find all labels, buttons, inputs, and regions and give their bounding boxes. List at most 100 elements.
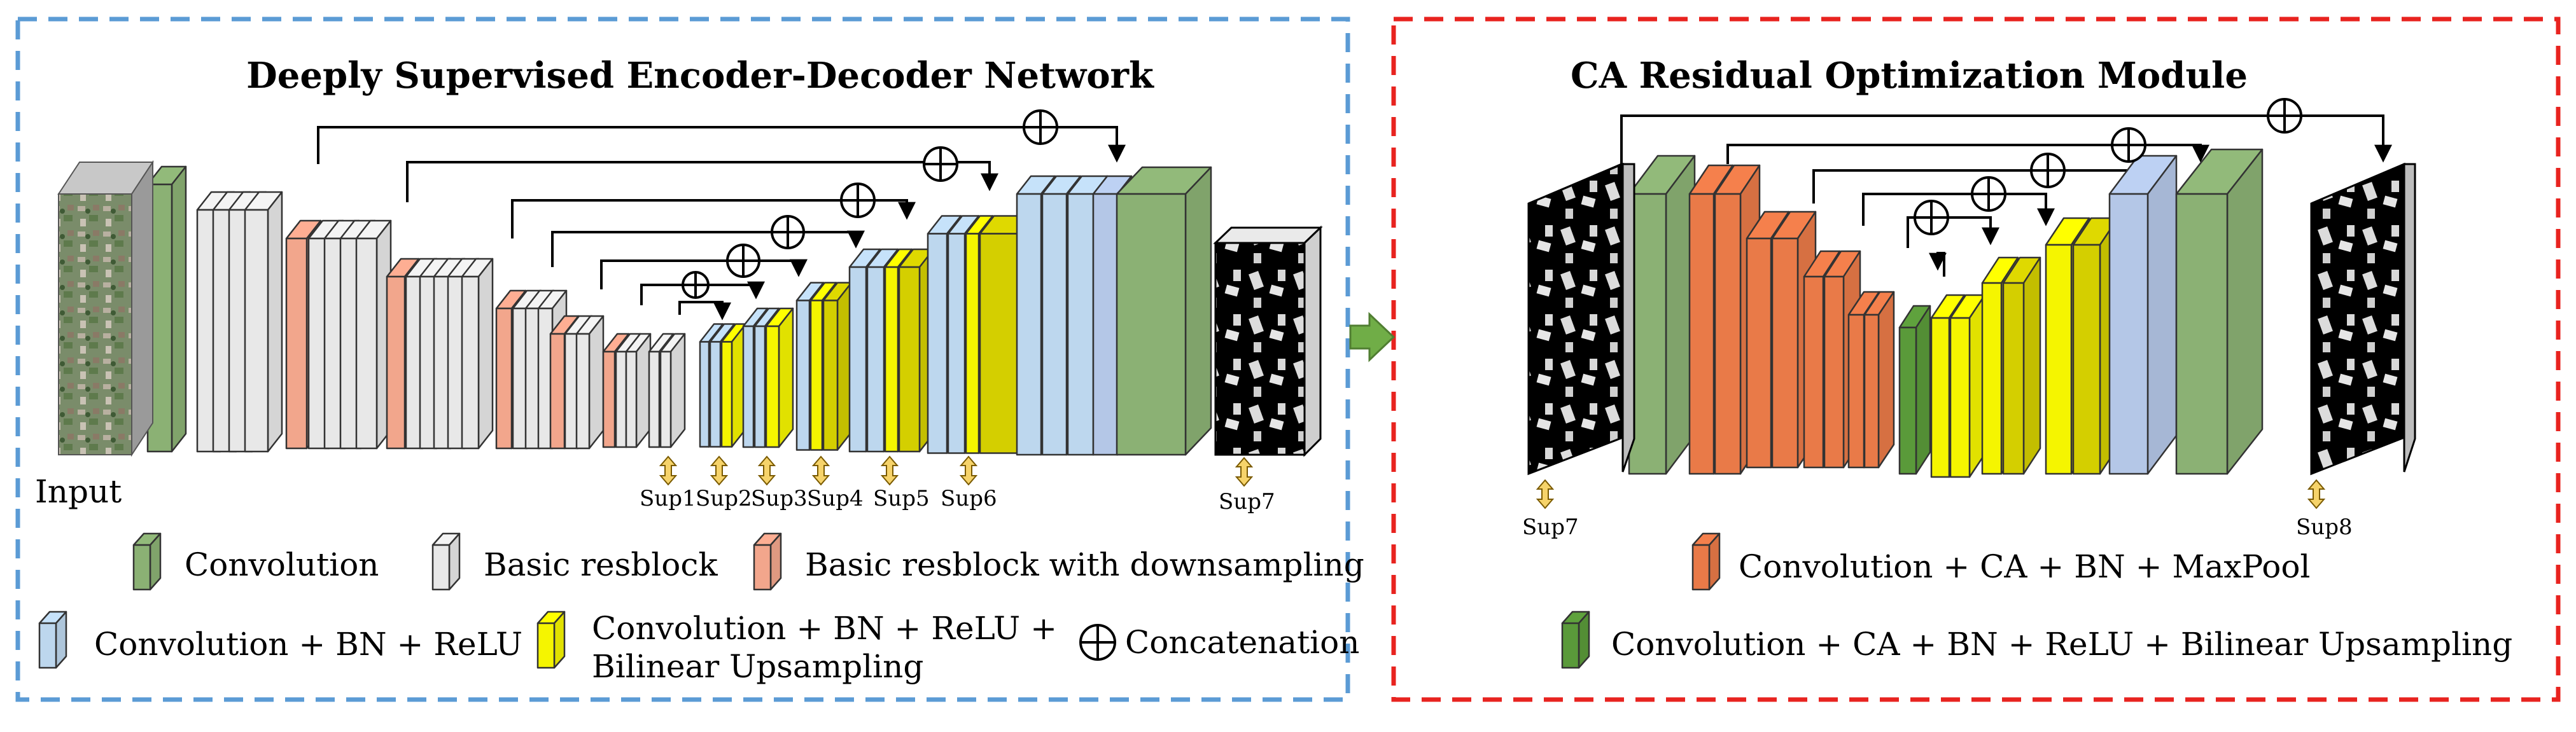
legend-resblock-down-icon bbox=[753, 532, 782, 591]
layer-front-face bbox=[461, 275, 480, 450]
layer-front-face bbox=[495, 307, 513, 450]
layer-side-face bbox=[171, 165, 187, 453]
layer-front-face bbox=[1561, 622, 1580, 669]
layer-front-face bbox=[1847, 314, 1865, 469]
layer-front-face bbox=[927, 233, 948, 454]
layer-front-face bbox=[765, 325, 780, 448]
rom-decoder-2b bbox=[2002, 256, 2041, 475]
layer-front-face bbox=[524, 307, 541, 450]
layer-front-face bbox=[1981, 282, 2003, 475]
legend-basic-resblock-label: Basic resblock bbox=[484, 546, 718, 583]
layer-side-face bbox=[477, 258, 494, 450]
rom-conv-out bbox=[2108, 155, 2178, 475]
sup1-label: Sup1 bbox=[640, 486, 696, 511]
skip-line bbox=[600, 259, 808, 289]
resblock-stage5 bbox=[575, 315, 605, 450]
skip-line bbox=[1929, 252, 1947, 277]
layer-front-face bbox=[2002, 282, 2025, 475]
supervision-arrow-icon bbox=[710, 455, 729, 486]
legend-concat-icon bbox=[1079, 624, 1116, 661]
skip-line bbox=[551, 230, 865, 267]
layer-front-face bbox=[1863, 314, 1880, 469]
left-legend: Convolution Basic resblock Basic resbloc… bbox=[38, 532, 1721, 685]
right-panel-title: CA Residual Optimization Module bbox=[1571, 55, 2248, 97]
legend-conv-ca-up-label: Convolution + CA + BN + ReLU + Bilinear … bbox=[1611, 626, 2512, 663]
layer-front-face bbox=[536, 622, 556, 669]
layer-front-face bbox=[132, 544, 151, 591]
legend-basic-resblock-icon bbox=[431, 532, 461, 591]
concat-icon bbox=[1971, 176, 2006, 212]
layer-front-face bbox=[1116, 193, 1187, 456]
layer-front-face bbox=[753, 544, 772, 591]
layer-front-face bbox=[659, 350, 672, 448]
output-mask-right bbox=[2310, 162, 2416, 476]
concat-icon bbox=[771, 215, 805, 249]
concat-icon bbox=[1914, 200, 1949, 235]
sup4-label: Sup4 bbox=[807, 486, 864, 511]
concat-icon bbox=[840, 183, 876, 218]
decoder-up-3b bbox=[822, 282, 853, 451]
layer-side-face bbox=[635, 333, 652, 448]
layer-front-face bbox=[1691, 544, 1711, 591]
left-skip-connections bbox=[317, 126, 1126, 321]
left-panel-border bbox=[15, 17, 1350, 702]
layer-front-face bbox=[625, 350, 638, 448]
legend-conv-up-label-2: Bilinear Upsampling bbox=[592, 648, 923, 685]
sup3-label: Sup3 bbox=[751, 486, 808, 511]
resblock-stage3 bbox=[461, 258, 494, 450]
layer-front-face bbox=[809, 300, 823, 451]
resblock-stage1 bbox=[244, 191, 283, 453]
layer-front-face bbox=[720, 341, 733, 448]
legend-conv-bn-relu-label: Convolution + BN + ReLU bbox=[94, 626, 522, 663]
layer-side-face bbox=[2146, 155, 2178, 475]
rom-decoder-1 bbox=[1949, 294, 1986, 478]
layer-front-face bbox=[2175, 193, 2229, 475]
skip-line bbox=[317, 126, 1126, 164]
legend-conv-up-label-1: Convolution + BN + ReLU + bbox=[592, 610, 1057, 647]
layer-front-face bbox=[795, 300, 811, 451]
layer-front-face bbox=[549, 333, 566, 450]
layer-front-face bbox=[244, 209, 269, 453]
sup2-label: Sup2 bbox=[696, 486, 752, 511]
concat-icon bbox=[682, 271, 710, 299]
right-skip-connections bbox=[1620, 114, 2392, 277]
skip-line bbox=[1620, 114, 2392, 164]
layer-front-face bbox=[512, 307, 528, 450]
layer-front-face bbox=[38, 622, 57, 669]
layer-front-face bbox=[1016, 193, 1042, 456]
layer-side-face bbox=[267, 191, 283, 453]
transition-arrow-icon bbox=[1349, 312, 1396, 363]
layer-front-face bbox=[602, 350, 616, 448]
layer-front-face bbox=[1041, 193, 1068, 456]
layer-front-face bbox=[386, 275, 406, 450]
supervision-arrow-icon bbox=[1235, 457, 1254, 487]
layer-front-face bbox=[884, 266, 899, 453]
layer-front-face bbox=[979, 233, 1019, 454]
legend-concatenation-label: Concatenation bbox=[1125, 624, 1359, 661]
legend-convolution-icon bbox=[132, 532, 162, 591]
layer-front-face bbox=[2045, 244, 2073, 475]
resblock-stage7 bbox=[659, 333, 686, 448]
decoder-conv-4 bbox=[848, 248, 881, 453]
layer-front-face bbox=[1688, 193, 1715, 475]
layer-front-face bbox=[848, 266, 867, 453]
skip-line bbox=[1862, 193, 2055, 226]
input-image bbox=[57, 160, 154, 457]
legend-conv-ca-maxpool-icon bbox=[1691, 532, 1721, 591]
supervision-arrow-icon bbox=[2307, 479, 2326, 509]
layer-side-face bbox=[669, 333, 686, 448]
rom-final-conv bbox=[2175, 148, 2264, 475]
layer-front-face bbox=[742, 325, 755, 448]
skip-line bbox=[511, 199, 916, 238]
rom-bottleneck bbox=[1898, 305, 1931, 475]
layer-blocks bbox=[146, 148, 2264, 478]
rom-conv-in bbox=[1628, 155, 1696, 475]
concat-icon bbox=[923, 146, 958, 182]
right-panel-border bbox=[1391, 17, 2561, 702]
layer-side-face bbox=[2226, 148, 2264, 475]
supervision-arrow-icon bbox=[880, 455, 899, 486]
left-concat-symbols bbox=[682, 109, 1058, 299]
input-label: Input bbox=[35, 473, 122, 510]
